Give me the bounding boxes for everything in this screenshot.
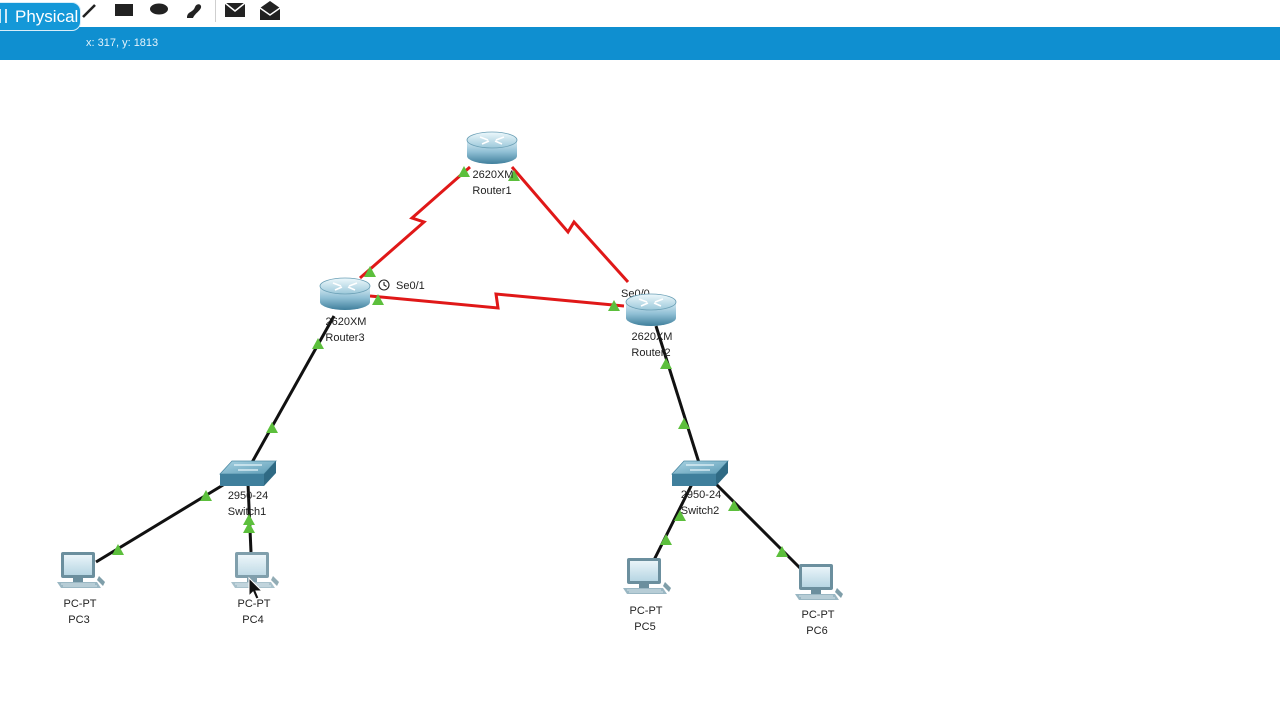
pc6-device[interactable]: PC-PT PC6: [794, 563, 844, 637]
switch2-device[interactable]: 2950-24 Switch2: [671, 460, 729, 517]
device-name-label: Switch1: [228, 506, 267, 518]
pc-icon: [622, 557, 672, 595]
device-model-label: 2620XM: [326, 316, 367, 328]
device-model-label: 2620XM: [632, 331, 673, 343]
pc3-device[interactable]: PC-PT PC3: [56, 551, 106, 626]
device-name-label: Switch2: [681, 505, 720, 517]
pc-icon: [230, 551, 280, 589]
device-name-label: PC3: [68, 614, 89, 626]
freeform-draw-icon[interactable]: [180, 0, 208, 22]
port-label-se0-1: Se0/1: [396, 280, 425, 292]
copper-link-switch2-pc5[interactable]: [652, 479, 696, 561]
pc-icon: [56, 551, 106, 589]
device-name-label: Router3: [325, 332, 364, 344]
device-name-label: PC6: [806, 625, 827, 637]
serial-link-router1-router3[interactable]: [359, 165, 471, 280]
rectangle-icon[interactable]: [110, 0, 138, 22]
clock-icon: [378, 279, 390, 291]
device-model-label: 2950-24: [228, 490, 268, 502]
closed-envelope-icon[interactable]: [222, 0, 250, 22]
pc-icon: [794, 563, 844, 601]
drawing-toolbar: [0, 0, 1280, 26]
device-model-label: PC-PT: [64, 598, 97, 610]
physical-mode-tab[interactable]: Physical: [0, 2, 81, 31]
copper-link-router3-switch1[interactable]: [248, 315, 336, 467]
router-icon: [466, 131, 518, 165]
mouse-cursor-icon: [248, 576, 264, 600]
device-model-label: PC-PT: [238, 598, 271, 610]
device-name-label: PC4: [242, 614, 263, 626]
router3-device[interactable]: 2620XM Router3: [319, 277, 371, 344]
router2-device[interactable]: 2620XM Router2: [625, 293, 677, 359]
line-draw-icon[interactable]: [75, 0, 103, 22]
cursor-coordinates: x: 317, y: 1813: [86, 37, 159, 49]
switch-icon: [671, 460, 729, 487]
device-model-label: 2620XM: [473, 169, 514, 181]
device-model-label: PC-PT: [802, 609, 835, 621]
router-icon: [319, 277, 371, 311]
copper-link-router2-switch2[interactable]: [654, 325, 702, 467]
device-name-label: PC5: [634, 621, 655, 633]
ellipse-icon[interactable]: [145, 0, 173, 22]
serial-link-router1-router2[interactable]: [510, 166, 630, 284]
device-model-label: PC-PT: [630, 605, 663, 617]
toolbar-separator: [215, 0, 216, 22]
switch1-device[interactable]: 2950-24 Switch1: [219, 460, 277, 518]
switch-icon: [219, 460, 277, 487]
serial-link-router3-router2[interactable]: [369, 292, 625, 310]
physical-mode-label: Physical: [15, 7, 79, 26]
pc4-device[interactable]: PC-PT PC4: [230, 551, 280, 626]
pc5-device[interactable]: PC-PT PC5: [622, 557, 672, 633]
device-model-label: 2950-24: [681, 489, 721, 501]
device-name-label: Router2: [631, 347, 670, 359]
grip-icon: [0, 9, 7, 23]
router1-device[interactable]: 2620XM Router1: [466, 131, 518, 197]
workspace-mode-bar: [0, 27, 1280, 60]
router-icon: [625, 293, 677, 327]
device-name-label: Router1: [472, 185, 511, 197]
open-envelope-icon[interactable]: [257, 0, 285, 22]
topology-canvas[interactable]: Se0/1 Se0/0 2620XM Router1 2620XM Router…: [0, 60, 1280, 720]
